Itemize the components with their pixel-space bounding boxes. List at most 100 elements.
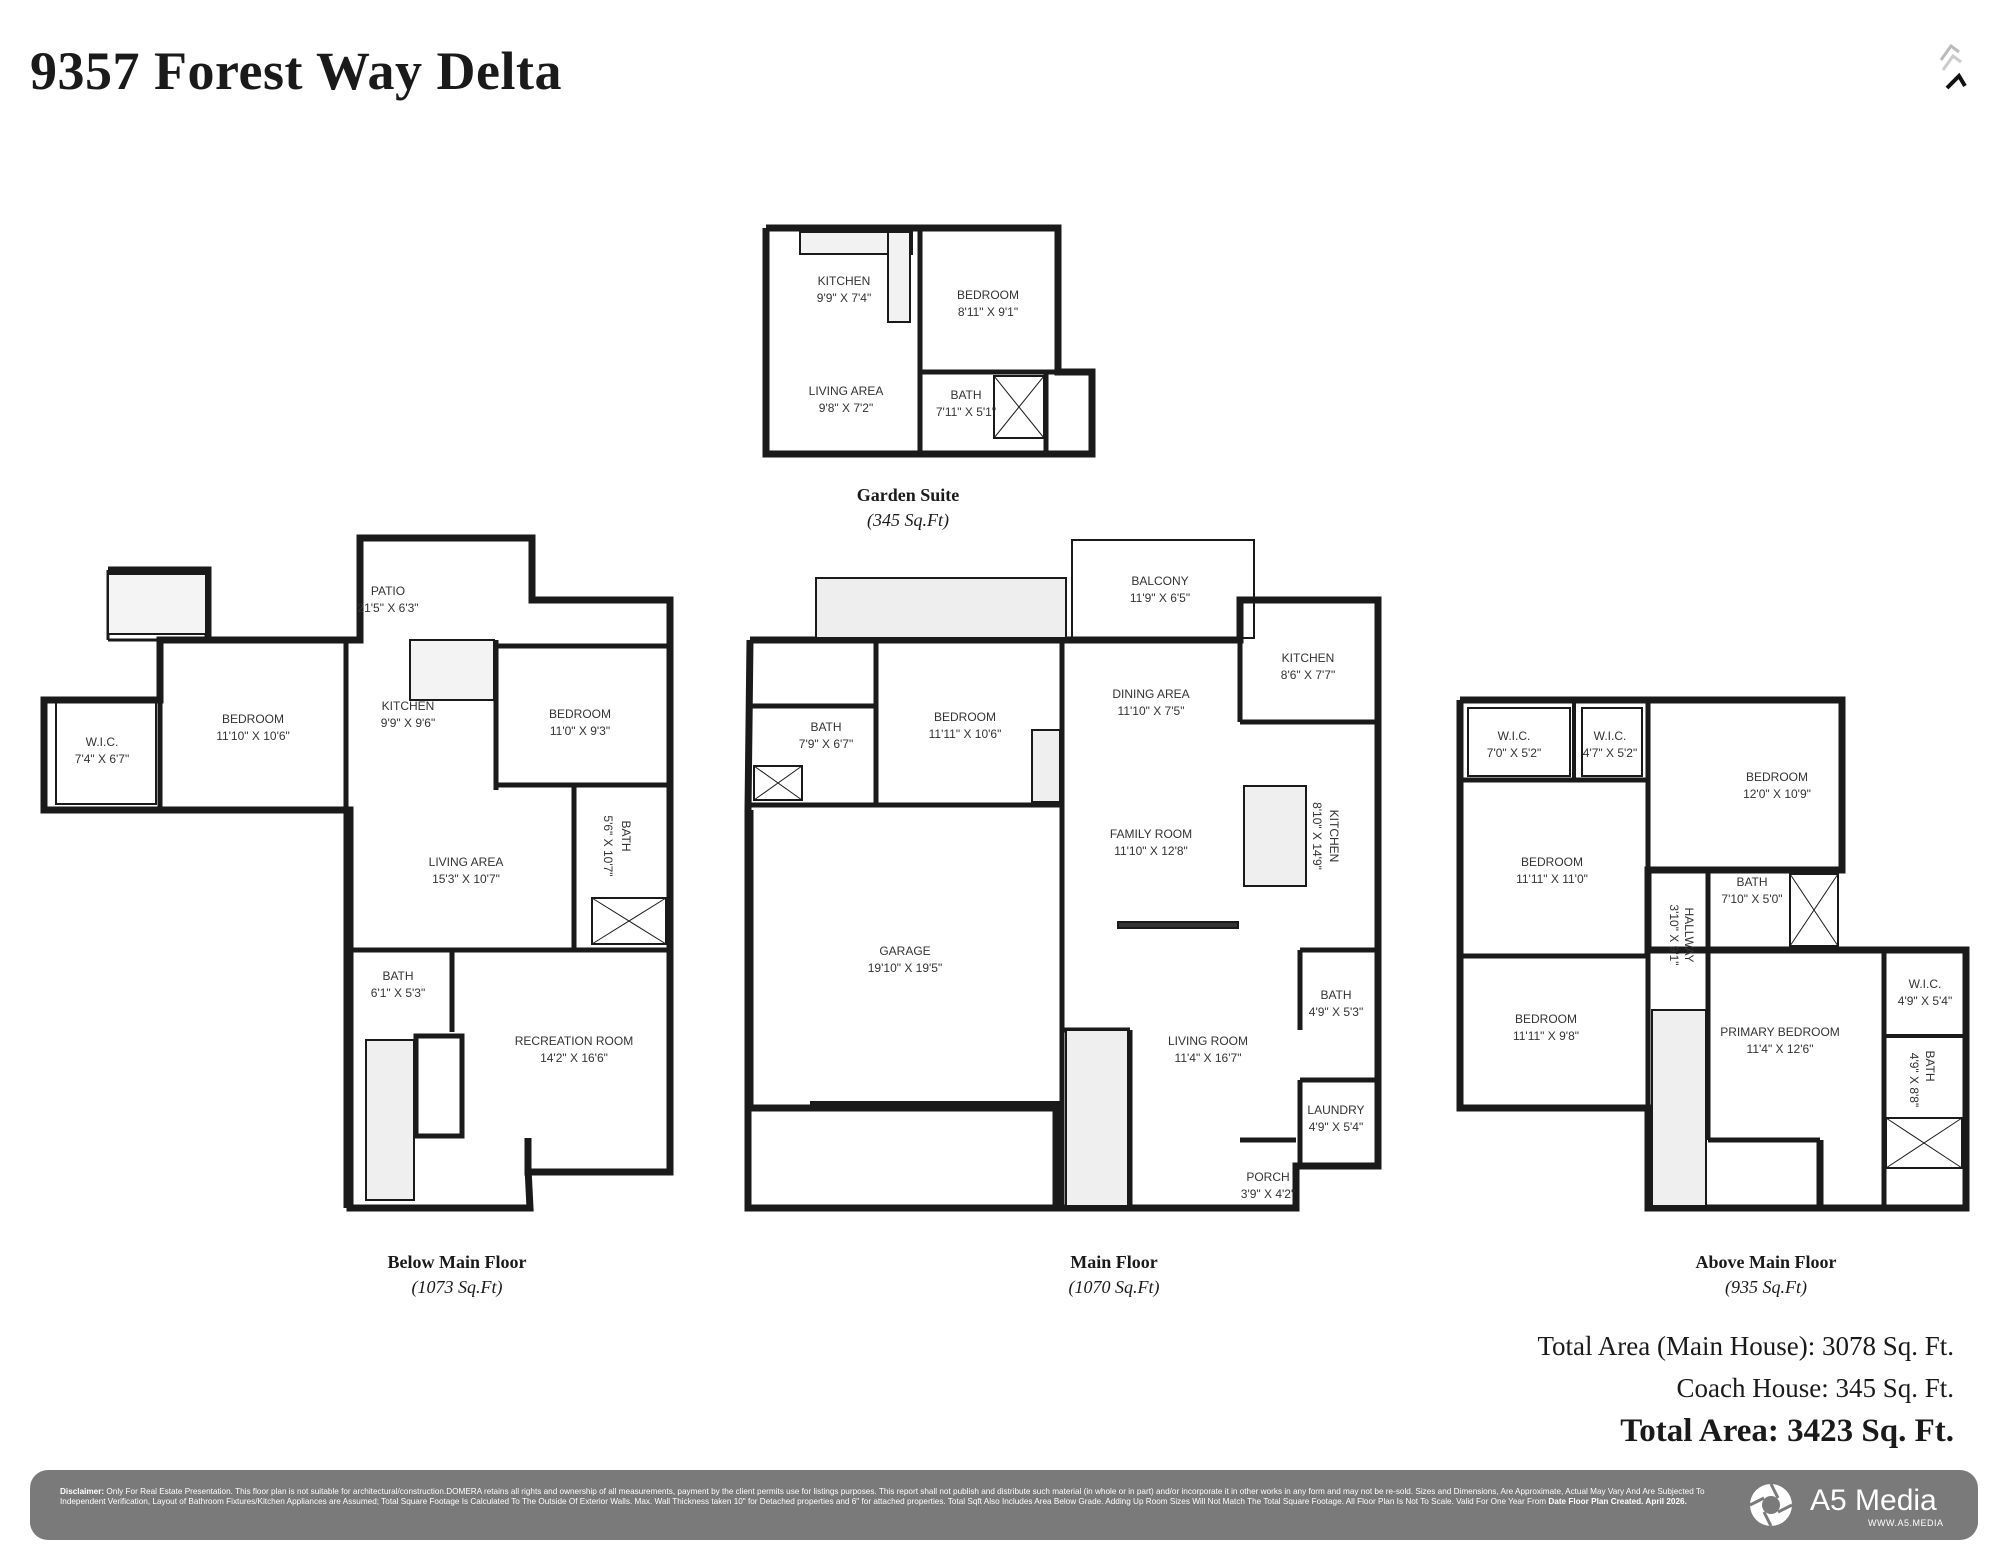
room-label: HALLWAY <box>1682 907 1696 962</box>
disclaimer-text: Only For Real Estate Presentation. This … <box>60 1487 1705 1506</box>
garden-suite-caption: Garden Suite (345 Sq.Ft) <box>758 485 1058 531</box>
room-label: W.I.C. <box>86 735 119 749</box>
room-label: PATIO <box>371 584 405 598</box>
disclaimer-date: Date Floor Plan Created. April 2026. <box>1546 1497 1687 1506</box>
room-label: BEDROOM <box>222 712 284 726</box>
room-label: BEDROOM <box>1746 770 1808 784</box>
room-dims: 4'9" X 5'3" <box>1309 1005 1363 1019</box>
room-label: KITCHEN <box>1327 810 1341 863</box>
room-label: BEDROOM <box>1515 1012 1577 1026</box>
floor-area: (1070 Sq.Ft) <box>1068 1277 1160 1297</box>
room-dims: 15'3" X 10'7" <box>432 872 500 886</box>
room-label: BATH <box>382 969 413 983</box>
room-dims: 3'10" X 9'1" <box>1667 904 1681 965</box>
room-label: BEDROOM <box>934 710 996 724</box>
room-dims: 14'2" X 16'6" <box>540 1051 608 1065</box>
room-label: BALCONY <box>1131 574 1188 588</box>
floor-area: (1073 Sq.Ft) <box>411 1277 503 1297</box>
room-dims: 12'0" X 10'9" <box>1743 787 1811 801</box>
floor-name: Above Main Floor <box>1695 1252 1837 1272</box>
floor-name: Below Main Floor <box>387 1252 527 1272</box>
room-dims: 21'5" X 6'3" <box>357 601 418 615</box>
main-house-area: Total Area (Main House): 3078 Sq. Ft. <box>1537 1331 1954 1361</box>
brand-logo: A5 Media WWW.A5.MEDIA <box>1748 1480 1958 1532</box>
room-label: BEDROOM <box>1521 855 1583 869</box>
room-label: FAMILY ROOM <box>1110 827 1192 841</box>
room-dims: 7'11" X 5'1" <box>936 405 996 419</box>
garden-suite-plan <box>762 224 1096 458</box>
room-label: LAUNDRY <box>1307 1103 1364 1117</box>
room-label: KITCHEN <box>1282 651 1335 665</box>
below-main-caption: Below Main Floor (1073 Sq.Ft) <box>307 1252 607 1298</box>
footer-bar: Disclaimer: Only For Real Estate Present… <box>30 1470 1978 1540</box>
room-label: BATH <box>1736 875 1767 889</box>
floor-name: Main Floor <box>1070 1252 1158 1272</box>
room-label: W.I.C. <box>1594 729 1627 743</box>
room-label: LIVING ROOM <box>1168 1034 1248 1048</box>
room-label: PRIMARY BEDROOM <box>1720 1025 1840 1039</box>
page-title: 9357 Forest Way Delta <box>30 41 562 101</box>
room-dims: 11'0" X 9'3" <box>550 724 610 738</box>
main-floor-caption: Main Floor (1070 Sq.Ft) <box>964 1252 1264 1298</box>
room-dims: 11'10" X 10'6" <box>216 729 290 743</box>
camera-aperture-icon <box>1749 1483 1793 1527</box>
room-dims: 7'9" X 6'7" <box>799 737 853 751</box>
room-label: PORCH <box>1246 1170 1289 1184</box>
above-main-caption: Above Main Floor (935 Sq.Ft) <box>1616 1252 1916 1298</box>
room-dims: 7'0" X 5'2" <box>1487 746 1541 760</box>
room-label: BATH <box>950 388 981 402</box>
room-dims: 7'4" X 6'7" <box>75 752 129 766</box>
room-dims: 9'9" X 7'4" <box>817 291 871 305</box>
room-label: BEDROOM <box>957 288 1019 302</box>
room-dims: 11'4" X 16'7" <box>1175 1051 1242 1065</box>
room-dims: 11'11" X 9'8" <box>1513 1029 1579 1043</box>
room-dims: 11'11" X 10'6" <box>929 727 1002 741</box>
room-dims: 19'10" X 19'5" <box>868 961 943 975</box>
floor-area: (935 Sq.Ft) <box>1725 1277 1807 1297</box>
room-dims: 11'11" X 11'0" <box>1516 872 1588 886</box>
brand-name: A5 Media <box>1810 1484 1937 1517</box>
room-label: BATH <box>810 720 841 734</box>
main-floor-plan <box>744 539 1382 1212</box>
below-main-floor-plan <box>40 534 674 1212</box>
room-dims: 11'9" X 6'5" <box>1130 591 1190 605</box>
room-dims: 11'4" X 12'6" <box>1747 1042 1814 1056</box>
room-label: RECREATION ROOM <box>515 1034 633 1048</box>
room-label: W.I.C. <box>1909 977 1942 991</box>
room-label: BATH <box>1923 1050 1937 1081</box>
room-dims: 4'7" X 5'2" <box>1583 746 1637 760</box>
coach-house-area: Coach House: 345 Sq. Ft. <box>1676 1373 1954 1403</box>
room-dims: 8'10" X 14'9" <box>1310 802 1324 870</box>
room-dims: 7'10" X 5'0" <box>1721 892 1782 906</box>
room-dims: 4'9" X 5'4" <box>1898 994 1952 1008</box>
room-dims: 6'1" X 5'3" <box>371 986 425 1000</box>
room-label: BATH <box>1320 988 1351 1002</box>
room-label: BATH <box>619 820 633 851</box>
room-dims: 8'11" X 9'1" <box>958 305 1018 319</box>
room-dims: 4'9" X 5'4" <box>1309 1120 1363 1134</box>
room-dims: 9'8" X 7'2" <box>819 401 873 415</box>
room-dims: 9'9" X 9'6" <box>381 716 435 730</box>
room-dims: 11'10" X 7'5" <box>1118 704 1185 718</box>
disclaimer-label: Disclaimer: <box>60 1487 105 1496</box>
room-dims: 5'6" X 10'7" <box>601 815 615 876</box>
floor-area: (345 Sq.Ft) <box>867 510 949 530</box>
area-totals: Total Area (Main House): 3078 Sq. Ft. Co… <box>1537 1325 1954 1453</box>
disclaimer: Disclaimer: Only For Real Estate Present… <box>60 1487 1740 1507</box>
room-label: BEDROOM <box>549 707 611 721</box>
room-label: LIVING AREA <box>429 855 504 869</box>
total-area: Total Area: 3423 Sq. Ft. <box>1620 1413 1954 1449</box>
above-main-floor-plan <box>1456 696 1970 1212</box>
room-label: KITCHEN <box>382 699 435 713</box>
room-label: DINING AREA <box>1112 687 1189 701</box>
room-label: KITCHEN <box>818 274 871 288</box>
room-label: W.I.C. <box>1498 729 1531 743</box>
floor-name: Garden Suite <box>856 485 960 505</box>
north-arrow-icon <box>1939 43 1967 90</box>
room-dims: 8'6" X 7'7" <box>1281 668 1335 682</box>
room-label: GARAGE <box>879 944 930 958</box>
room-dims: 11'10" X 12'8" <box>1114 844 1188 858</box>
room-label: LIVING AREA <box>809 384 884 398</box>
room-dims: 3'9" X 4'2" <box>1241 1187 1295 1201</box>
